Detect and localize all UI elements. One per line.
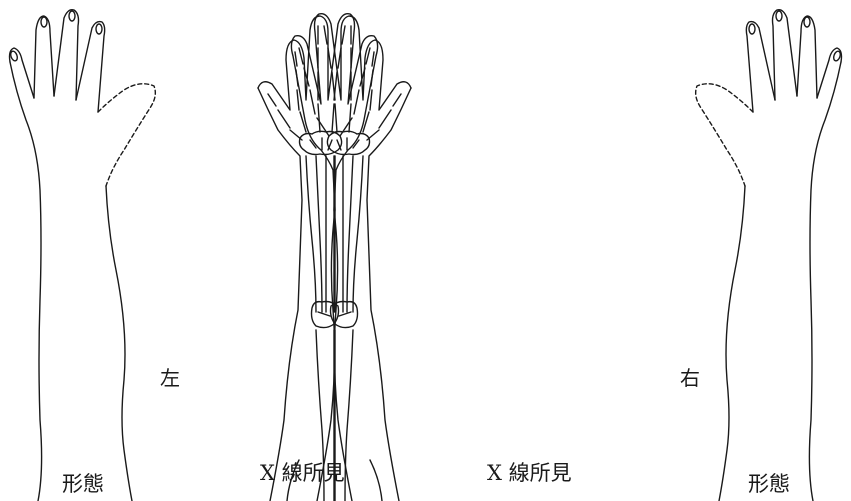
left-arm-outer-edge <box>10 62 42 501</box>
left-arm-nail <box>69 11 75 21</box>
left-form-caption: 形態 <box>62 474 104 495</box>
right-form-caption: 形態 <box>748 474 790 495</box>
left-xray-radius <box>306 156 322 312</box>
left-arm-missing-thumb <box>98 84 155 186</box>
left-xray-forearm-outline <box>258 88 302 501</box>
left-arm-middle-finger <box>54 10 79 100</box>
left-arm-ring-finger <box>34 16 54 98</box>
left-arm-nail <box>41 17 47 27</box>
left-arm-pinky-finger <box>10 48 35 98</box>
left-arm-nail <box>9 50 18 61</box>
left-side-label: 左 <box>160 368 180 388</box>
left-arm-outline <box>9 10 155 501</box>
right-side-label: 右 <box>680 368 700 388</box>
right-arm-outline <box>696 10 842 501</box>
left-xray-carpals <box>300 131 342 154</box>
left-xray-torso-hint <box>370 460 382 501</box>
left-xray-caption: X 線所見 <box>260 463 345 484</box>
left-arm-inner-edge <box>106 186 132 501</box>
left-arm-nail <box>96 24 102 34</box>
right-xray-caption: X 線所見 <box>487 463 572 484</box>
left-arm-index-finger <box>76 22 105 112</box>
